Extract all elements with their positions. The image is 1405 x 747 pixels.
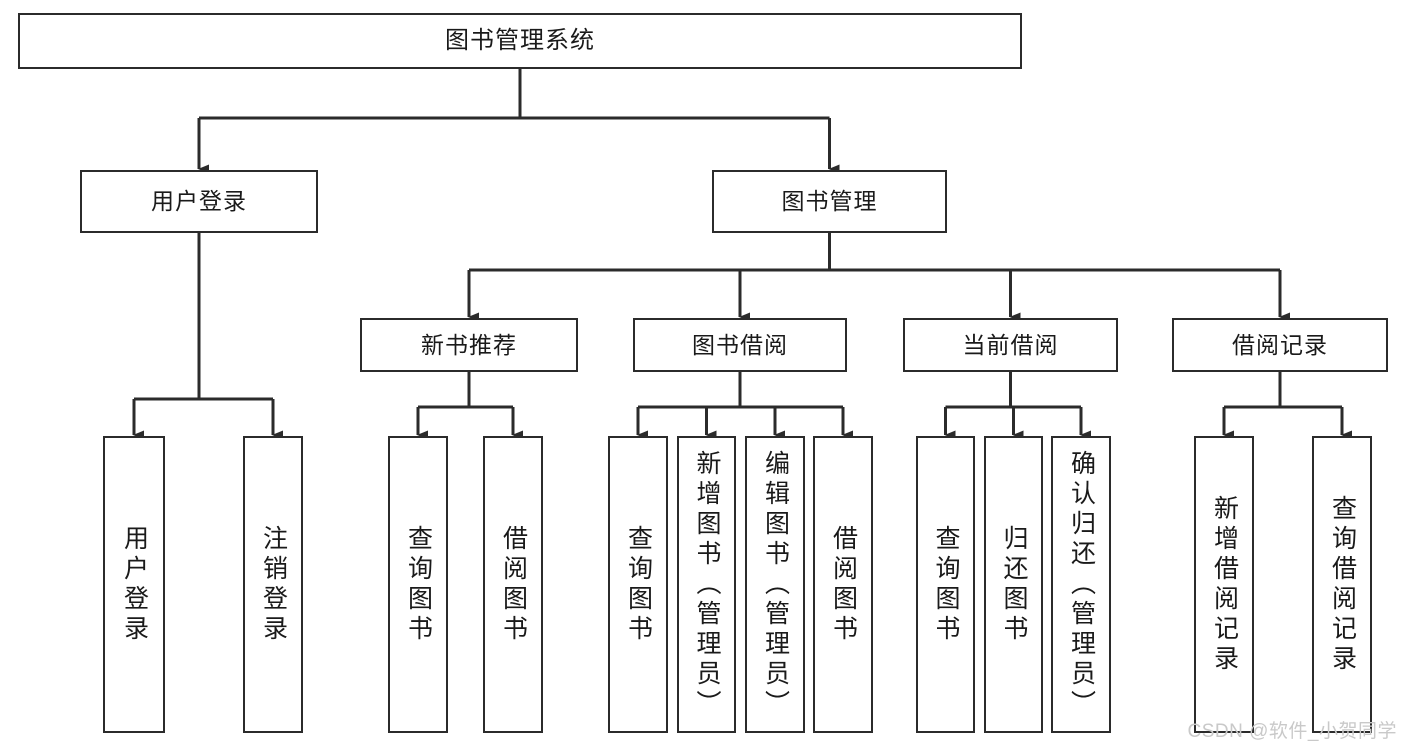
node-leaf-return-book-label: 归还图书 <box>1000 524 1028 645</box>
node-leaf-borrow-book-recommend-label: 借阅图书 <box>499 524 528 645</box>
node-leaf-add-book-admin-label: 新增图书（管理员） <box>693 449 721 720</box>
node-leaf-query-book-borrow-label: 查询图书 <box>624 524 653 645</box>
node-leaf-return-book[interactable]: 归还图书 <box>984 436 1043 733</box>
node-leaf-query-book-current-label: 查询图书 <box>932 524 960 645</box>
node-book-manage[interactable]: 图书管理 <box>712 170 947 233</box>
node-leaf-confirm-return-admin[interactable]: 确认归还（管理员） <box>1051 436 1111 733</box>
node-leaf-query-book-current[interactable]: 查询图书 <box>916 436 975 733</box>
node-leaf-add-borrow-record-label: 新增借阅记录 <box>1210 494 1239 675</box>
node-user-login[interactable]: 用户登录 <box>80 170 318 233</box>
node-book-manage-label: 图书管理 <box>781 188 878 215</box>
node-leaf-user-login[interactable]: 用户登录 <box>103 436 165 733</box>
node-leaf-add-borrow-record[interactable]: 新增借阅记录 <box>1194 436 1254 733</box>
node-leaf-query-borrow-record[interactable]: 查询借阅记录 <box>1312 436 1372 733</box>
node-leaf-query-book-recommend[interactable]: 查询图书 <box>388 436 448 733</box>
node-leaf-borrow-book-label: 借阅图书 <box>829 524 858 645</box>
node-leaf-query-book-recommend-label: 查询图书 <box>404 524 433 645</box>
watermark: CSDN @软件_小贺同学 <box>1187 721 1397 742</box>
node-leaf-logout[interactable]: 注销登录 <box>243 436 303 733</box>
node-root-label: 图书管理系统 <box>445 27 595 55</box>
node-current-borrow[interactable]: 当前借阅 <box>903 318 1118 372</box>
node-borrow-record[interactable]: 借阅记录 <box>1172 318 1388 372</box>
node-new-book-recommend[interactable]: 新书推荐 <box>360 318 578 372</box>
node-root[interactable]: 图书管理系统 <box>18 13 1022 69</box>
node-leaf-query-book-borrow[interactable]: 查询图书 <box>608 436 668 733</box>
node-leaf-confirm-return-admin-label: 确认归还（管理员） <box>1067 449 1096 720</box>
node-leaf-edit-book-admin[interactable]: 编辑图书（管理员） <box>745 436 805 733</box>
node-leaf-query-borrow-record-label: 查询借阅记录 <box>1328 494 1357 675</box>
node-user-login-label: 用户登录 <box>151 188 247 215</box>
node-borrow-record-label: 借阅记录 <box>1232 331 1328 358</box>
node-book-borrow[interactable]: 图书借阅 <box>633 318 847 372</box>
node-book-borrow-label: 图书借阅 <box>692 331 788 358</box>
node-new-book-recommend-label: 新书推荐 <box>421 331 517 358</box>
node-leaf-edit-book-admin-label: 编辑图书（管理员） <box>761 449 790 720</box>
node-current-borrow-label: 当前借阅 <box>962 331 1059 358</box>
node-leaf-borrow-book-recommend[interactable]: 借阅图书 <box>483 436 543 733</box>
node-leaf-add-book-admin[interactable]: 新增图书（管理员） <box>677 436 736 733</box>
node-leaf-borrow-book[interactable]: 借阅图书 <box>813 436 873 733</box>
node-leaf-user-login-label: 用户登录 <box>120 524 149 645</box>
node-leaf-logout-label: 注销登录 <box>259 524 288 645</box>
